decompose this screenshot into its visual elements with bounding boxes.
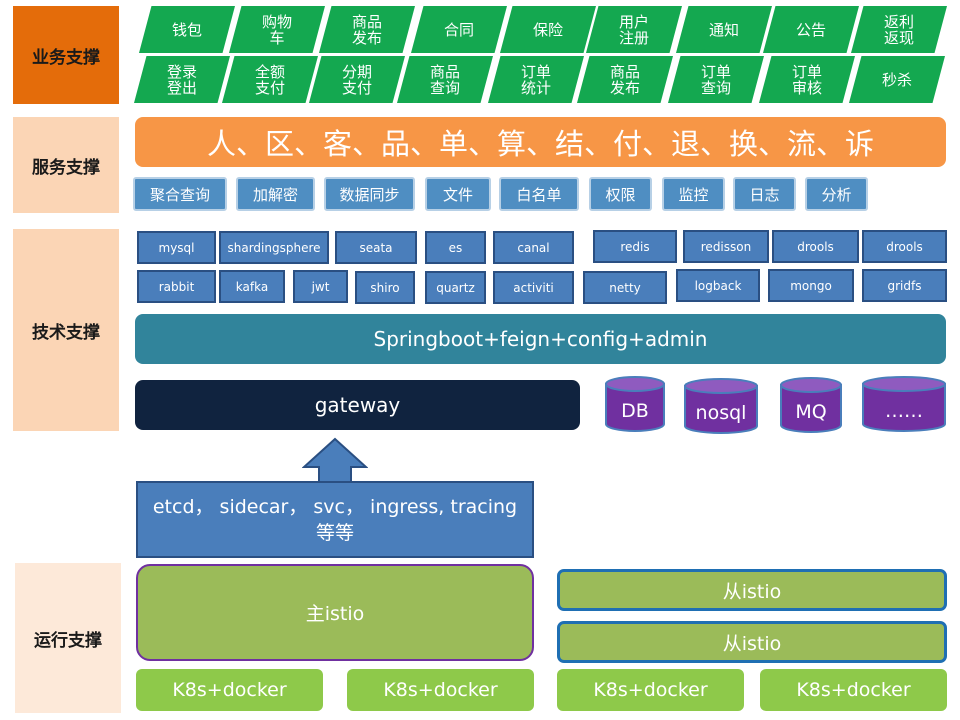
storage-cylinder-nosql: nosql [683, 377, 759, 435]
service-tool: 权限 [589, 177, 652, 211]
mesh-box-line1: etcd， sidecar， svc， ingress, tracing [152, 495, 518, 518]
business-module: 登录 登出 [134, 56, 230, 103]
business-module: 秒杀 [849, 56, 945, 103]
k8s-node: K8s+docker [760, 669, 947, 711]
tech-component: redis [593, 230, 677, 263]
tech-component: mongo [768, 269, 854, 302]
storage-cylinder-db: DB [604, 375, 666, 433]
storage-cylinder-more: …… [861, 375, 947, 433]
storage-label: MQ [795, 401, 827, 423]
slave-istio-1: 从istio [557, 569, 947, 611]
business-module: 通知 [676, 6, 772, 53]
business-module: 钱包 [139, 6, 235, 53]
storage-label: DB [621, 400, 649, 422]
tech-component: mysql [137, 231, 216, 264]
tech-component: shardingsphere [219, 231, 329, 264]
main-istio: 主istio [136, 564, 534, 661]
service-tool: 日志 [733, 177, 796, 211]
k8s-node: K8s+docker [557, 669, 744, 711]
tech-component: logback [676, 269, 760, 302]
k8s-node: K8s+docker [347, 669, 534, 711]
tech-component: es [425, 231, 486, 264]
business-module: 订单 审核 [759, 56, 855, 103]
tech-component: netty [583, 271, 667, 304]
business-module: 保险 [500, 6, 596, 53]
layer-label-service: 服务支撑 [13, 117, 119, 213]
business-module: 商品 查询 [397, 56, 493, 103]
service-domain-bar: 人、区、客、品、单、算、结、付、退、换、流、诉 [135, 117, 946, 167]
tech-component: kafka [219, 270, 285, 303]
up-arrow-icon [301, 437, 369, 483]
k8s-node: K8s+docker [136, 669, 323, 711]
service-tool: 分析 [805, 177, 868, 211]
storage-cylinder-mq: MQ [779, 376, 843, 434]
tech-component: quartz [425, 271, 486, 304]
service-tool: 监控 [662, 177, 725, 211]
business-module: 合同 [411, 6, 507, 53]
business-module: 订单 统计 [488, 56, 584, 103]
tech-component: redisson [683, 230, 769, 263]
business-module: 商品 发布 [577, 56, 673, 103]
business-module: 全额 支付 [222, 56, 318, 103]
business-module: 商品 发布 [319, 6, 415, 53]
business-module: 订单 查询 [668, 56, 764, 103]
tech-component: shiro [355, 271, 415, 304]
business-module: 购物 车 [229, 6, 325, 53]
mesh-box-line2: 等等 [315, 521, 354, 544]
tech-component: drools [862, 230, 947, 263]
framework-bar: Springboot+feign+config+admin [135, 314, 946, 364]
tech-component: canal [493, 231, 574, 264]
business-module: 分期 支付 [309, 56, 405, 103]
service-tool: 聚合查询 [133, 177, 227, 211]
gateway-box: gateway [135, 380, 580, 430]
business-module: 返利 返现 [851, 6, 947, 53]
tech-component: gridfs [862, 269, 947, 302]
tech-component: jwt [293, 270, 348, 303]
service-tool: 加解密 [236, 177, 315, 211]
storage-label: …… [885, 400, 923, 422]
service-tool: 数据同步 [324, 177, 415, 211]
layer-label-tech: 技术支撑 [13, 229, 119, 431]
tech-component: drools [772, 230, 859, 263]
tech-component: seata [335, 231, 417, 264]
layer-label-runtime: 运行支撑 [15, 563, 121, 713]
service-mesh-box: etcd， sidecar， svc， ingress, tracing 等等 [136, 481, 534, 558]
layer-label-business: 业务支撑 [13, 6, 119, 104]
storage-label: nosql [695, 402, 747, 424]
business-module: 公告 [763, 6, 859, 53]
tech-component: rabbit [137, 270, 216, 303]
slave-istio-2: 从istio [557, 621, 947, 663]
tech-component: activiti [493, 271, 574, 304]
business-module: 用户 注册 [586, 6, 682, 53]
service-tool: 文件 [425, 177, 491, 211]
service-tool: 白名单 [499, 177, 579, 211]
